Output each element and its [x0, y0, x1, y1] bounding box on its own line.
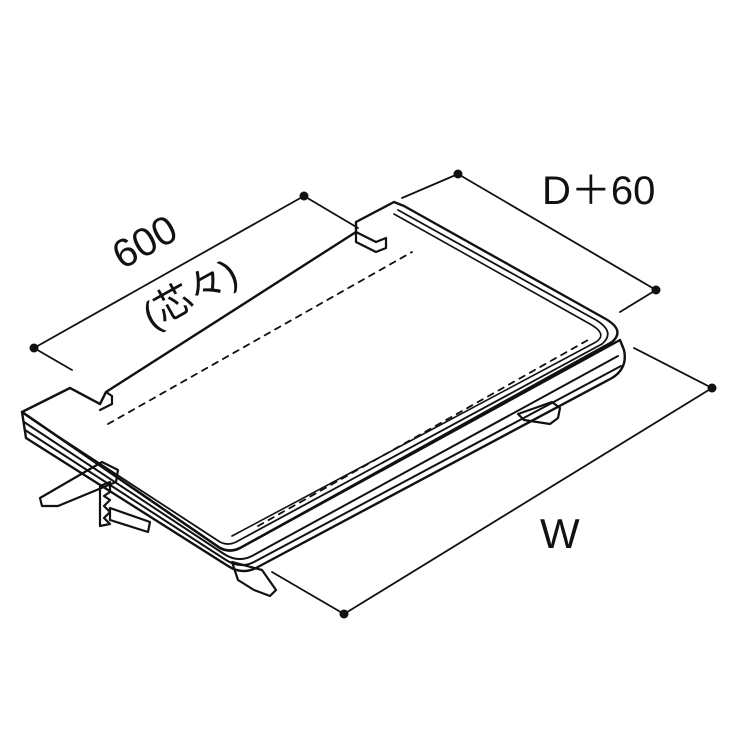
width-label: W [540, 510, 580, 557]
width-dim-end-right [707, 383, 717, 393]
pitch-note-label: (芯々) [136, 252, 245, 338]
depth-dim-end-bottom [651, 285, 661, 295]
front-support [230, 560, 278, 598]
pitch-dimension: 600 (芯々) [29, 191, 359, 371]
pitch-dim-end-left [29, 343, 39, 353]
right-bracket [516, 400, 562, 426]
left-bracket [38, 460, 152, 534]
pitch-dim-end-right [299, 191, 309, 201]
depth-dim-end-top [453, 169, 463, 179]
pitch-value-label: 600 [105, 207, 185, 278]
depth-dimension: D＋60 [401, 169, 661, 313]
width-dimension: W [271, 347, 717, 619]
width-dim-end-left [339, 609, 349, 619]
shelf-panel [20, 200, 626, 573]
depth-label: D＋60 [542, 169, 655, 213]
